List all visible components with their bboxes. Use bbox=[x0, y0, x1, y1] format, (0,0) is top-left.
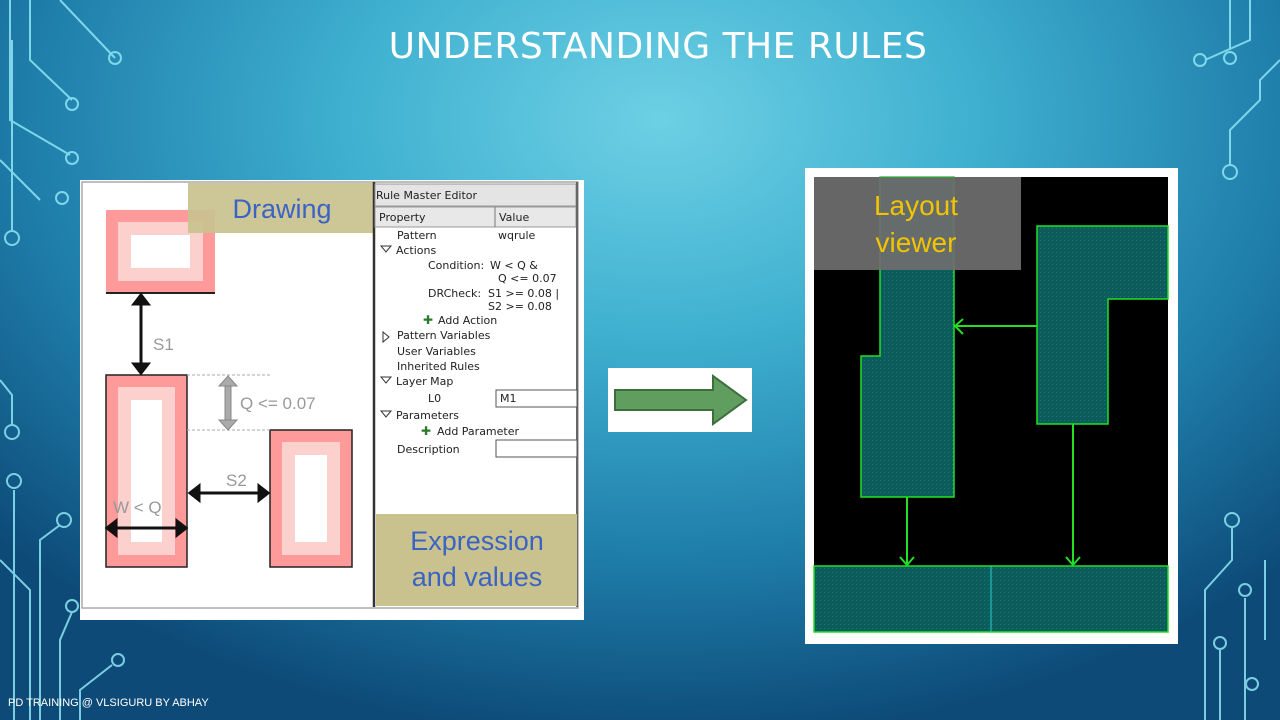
right-arrow-icon bbox=[614, 374, 748, 426]
rule-master-editor: Rule Master Editor Property Value Patter… bbox=[372, 182, 578, 607]
expression-label-box bbox=[376, 514, 577, 606]
add-parameter-plus-icon[interactable]: ✚ bbox=[421, 424, 431, 438]
w-arrow bbox=[104, 517, 189, 539]
editor-title: Rule Master Editor bbox=[376, 189, 478, 202]
transition-arrow-box bbox=[608, 368, 752, 432]
expand-pattern-variables-icon[interactable] bbox=[382, 330, 390, 344]
row-parameters[interactable]: Parameters bbox=[396, 409, 459, 422]
row-description: Description bbox=[397, 443, 460, 456]
row-actions[interactable]: Actions bbox=[396, 244, 436, 257]
expression-label-1: Expression bbox=[410, 526, 544, 556]
add-action-button[interactable]: Add Action bbox=[438, 314, 497, 327]
q-label: Q <= 0.07 bbox=[240, 394, 316, 413]
drawing-label-box bbox=[188, 183, 374, 233]
row-layer-map[interactable]: Layer Map bbox=[396, 375, 453, 388]
add-action-plus-icon[interactable]: ✚ bbox=[423, 313, 433, 327]
layout-label-box bbox=[814, 177, 1021, 270]
row-condition[interactable]: Condition: bbox=[428, 259, 484, 272]
column-property[interactable]: Property bbox=[379, 211, 426, 224]
condition-value-1: W < Q & bbox=[490, 259, 538, 272]
rule-editor-figure: Drawing S1 S2 Q <= 0.07 W < Q Rule Maste… bbox=[80, 180, 584, 620]
row-l0: L0 bbox=[428, 392, 441, 405]
row-pattern-variables[interactable]: Pattern Variables bbox=[397, 329, 491, 342]
slide-footer: PD TRAINING @ VLSIGURU BY ABHAY bbox=[8, 697, 209, 709]
metal-shape-right[interactable] bbox=[1036, 225, 1169, 425]
drcheck-value-1: S1 >= 0.08 | bbox=[488, 287, 559, 300]
row-inherited-rules[interactable]: Inherited Rules bbox=[397, 360, 480, 373]
expand-actions-icon[interactable] bbox=[379, 245, 393, 253]
row-pattern[interactable]: Pattern bbox=[397, 229, 437, 242]
spacing-arrow-left-down bbox=[899, 497, 915, 567]
l0-value-field[interactable] bbox=[495, 389, 578, 408]
s2-arrow bbox=[187, 482, 271, 504]
s1-label: S1 bbox=[153, 335, 174, 354]
drawing-label: Drawing bbox=[232, 194, 331, 224]
left-shape bbox=[105, 374, 188, 568]
slide-title: UNDERSTANDING THE RULES bbox=[388, 26, 928, 67]
expand-parameters-icon[interactable] bbox=[379, 410, 393, 418]
pattern-value[interactable]: wqrule bbox=[498, 229, 536, 242]
add-parameter-button[interactable]: Add Parameter bbox=[437, 425, 519, 438]
condition-value-2: Q <= 0.07 bbox=[498, 272, 557, 285]
q-arrow bbox=[217, 375, 239, 431]
drcheck-value-2: S2 >= 0.08 bbox=[488, 300, 552, 313]
row-user-variables[interactable]: User Variables bbox=[397, 345, 476, 358]
layout-viewer-figure: Layout viewer bbox=[805, 168, 1178, 644]
expression-label-2: and values bbox=[412, 562, 543, 592]
spacing-arrow-horizontal bbox=[953, 318, 1037, 335]
description-field[interactable] bbox=[495, 439, 578, 458]
w-label: W < Q bbox=[113, 498, 162, 517]
layout-label-1: Layout bbox=[874, 190, 958, 221]
layout-label-2: viewer bbox=[876, 227, 957, 258]
column-value[interactable]: Value bbox=[499, 211, 529, 224]
l0-value: M1 bbox=[500, 392, 517, 405]
row-drcheck[interactable]: DRCheck: bbox=[428, 287, 481, 300]
right-shape bbox=[269, 429, 353, 568]
s1-arrow bbox=[130, 292, 152, 376]
s2-label: S2 bbox=[226, 471, 247, 490]
spacing-arrow-right-down bbox=[1065, 424, 1081, 567]
top-shape bbox=[106, 210, 215, 294]
expand-layer-map-icon[interactable] bbox=[379, 376, 393, 384]
